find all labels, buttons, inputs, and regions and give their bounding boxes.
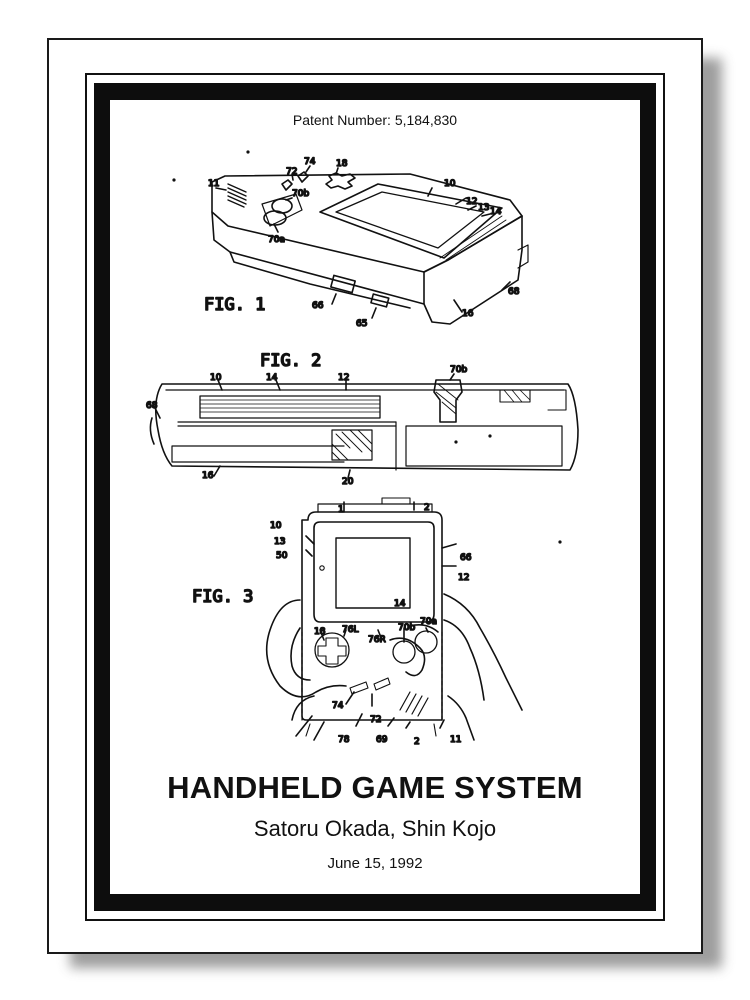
svg-text:18: 18 <box>336 159 348 169</box>
poster-sheet: Patent Number: 5,184,830 <box>110 100 640 894</box>
fig1-drawing <box>172 150 529 325</box>
svg-text:12: 12 <box>458 573 469 583</box>
poster-title: HANDHELD GAME SYSTEM <box>167 770 583 805</box>
fig3-drawing <box>265 497 562 741</box>
svg-text:72: 72 <box>286 167 297 177</box>
svg-text:10: 10 <box>270 521 282 531</box>
inventors: Satoru Okada, Shin Kojo <box>253 816 497 841</box>
patent-date: June 15, 1992 <box>327 855 423 872</box>
fig2-drawing <box>149 373 579 479</box>
svg-text:14: 14 <box>490 207 502 217</box>
fig3-label: FIG. 3 <box>192 587 253 607</box>
svg-text:69: 69 <box>376 735 388 745</box>
svg-text:70a: 70a <box>420 617 437 627</box>
fig3-callouts: 10 1 2 13 50 66 12 14 18 76L 76R 70b 70a… <box>269 502 472 748</box>
svg-text:74: 74 <box>304 157 316 167</box>
fig2-callouts: 10 14 12 70b 68 16 20 <box>145 364 468 488</box>
svg-text:72: 72 <box>370 715 381 725</box>
fig1-callouts: 11 72 74 18 10 12 13 14 70b 70a 66 65 16… <box>207 156 520 330</box>
svg-text:68: 68 <box>146 401 158 411</box>
svg-text:11: 11 <box>208 179 219 189</box>
svg-text:18: 18 <box>314 627 326 637</box>
svg-text:13: 13 <box>478 203 489 213</box>
svg-text:70b: 70b <box>450 365 467 375</box>
svg-text:66: 66 <box>460 553 472 563</box>
svg-text:10: 10 <box>444 179 456 189</box>
svg-text:14: 14 <box>266 373 278 383</box>
svg-text:78: 78 <box>338 735 350 745</box>
svg-text:65: 65 <box>356 319 367 329</box>
svg-text:16: 16 <box>462 309 474 319</box>
svg-text:50: 50 <box>276 551 288 561</box>
svg-text:70a: 70a <box>268 235 285 245</box>
svg-text:12: 12 <box>338 373 349 383</box>
fig1-label: FIG. 1 <box>204 295 265 315</box>
svg-text:20: 20 <box>342 477 354 487</box>
patent-drawings: FIG. 1 11 72 74 18 10 12 13 14 70b 70a 6… <box>145 150 579 748</box>
svg-text:76R: 76R <box>368 635 386 645</box>
patent-number: Patent Number: 5,184,830 <box>292 112 458 128</box>
svg-text:70b: 70b <box>292 189 309 199</box>
svg-text:12: 12 <box>466 197 477 207</box>
svg-text:13: 13 <box>274 537 285 547</box>
svg-text:2: 2 <box>414 737 420 747</box>
svg-text:2: 2 <box>424 503 430 513</box>
svg-text:14: 14 <box>394 599 406 609</box>
svg-text:1: 1 <box>338 505 344 515</box>
svg-text:11: 11 <box>450 735 461 745</box>
fig2-label: FIG. 2 <box>260 351 321 371</box>
svg-text:74: 74 <box>332 701 344 711</box>
svg-text:76L: 76L <box>342 625 358 635</box>
svg-text:70b: 70b <box>398 623 415 633</box>
svg-text:16: 16 <box>202 471 214 481</box>
svg-text:10: 10 <box>210 373 222 383</box>
svg-text:68: 68 <box>508 287 520 297</box>
svg-text:66: 66 <box>312 301 324 311</box>
